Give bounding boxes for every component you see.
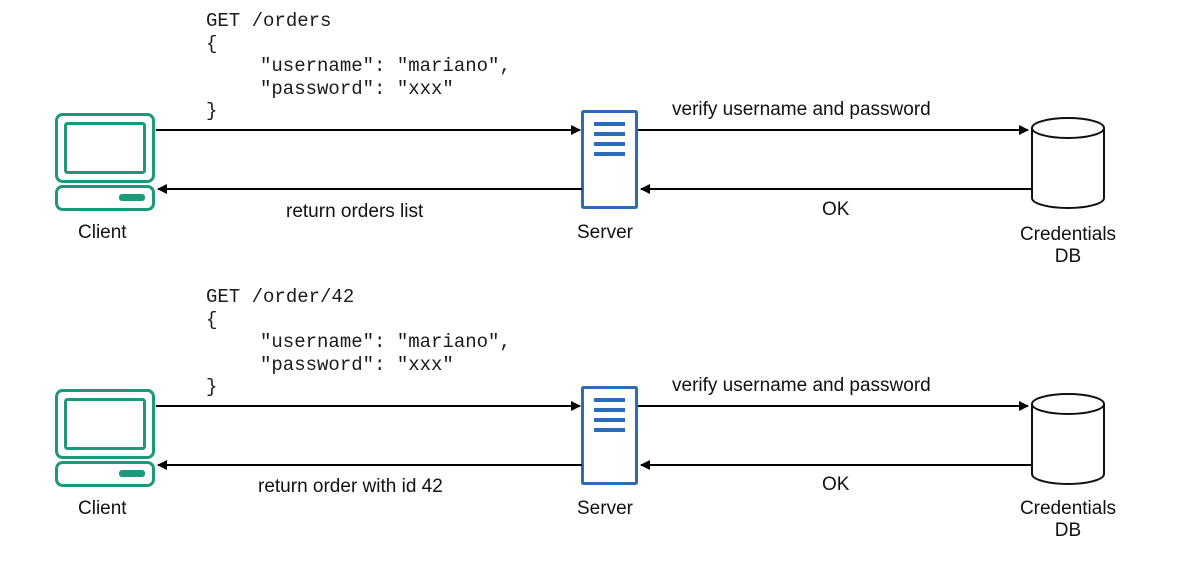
db-label-line1: Credentials (1019, 498, 1117, 519)
ok-label: OK (822, 199, 850, 220)
ok-label: OK (822, 474, 850, 495)
request-open-brace: { (206, 32, 218, 55)
request-password: "password": "xxx" (260, 77, 454, 100)
client-computer-icon (55, 113, 155, 211)
db-label-line2: DB (1054, 520, 1082, 541)
db-label: Credentials DB (1020, 498, 1116, 542)
request-username: "username": "mariano", (260, 55, 511, 77)
request-body: GET /order/42{ "username": "mariano","pas… (206, 286, 511, 399)
credentials-db-icon (1031, 117, 1105, 209)
request-username: "username": "mariano", (260, 331, 511, 353)
server-label: Server (577, 222, 633, 243)
flow-panel-orders: GET /orders{ "username": "mariano","passw… (0, 0, 1185, 276)
server-icon (581, 386, 638, 485)
server-label: Server (577, 498, 633, 519)
flow-diagram-orders (55, 110, 1105, 211)
request-close-brace: } (206, 100, 218, 122)
flow-panel-order-42: GET /order/42{ "username": "mariano","pas… (0, 276, 1185, 552)
request-password: "password": "xxx" (260, 353, 454, 376)
request-body: GET /orders{ "username": "mariano","passw… (206, 10, 511, 123)
request-line: GET /order/42 (206, 286, 355, 308)
server-icon (581, 110, 638, 209)
db-label-line2: DB (1054, 246, 1082, 267)
flow-diagram-order-42 (55, 386, 1105, 487)
client-label: Client (78, 222, 127, 243)
request-open-brace: { (206, 308, 218, 331)
request-close-brace: } (206, 376, 218, 398)
request-line: GET /orders (206, 10, 332, 32)
client-computer-icon (55, 389, 155, 487)
response-label: return order with id 42 (258, 476, 443, 497)
response-label: return orders list (286, 201, 424, 222)
credentials-db-icon (1031, 393, 1105, 485)
db-label: Credentials DB (1020, 224, 1116, 268)
db-label-line1: Credentials (1019, 224, 1117, 245)
client-label: Client (78, 498, 127, 519)
verify-label: verify username and password (672, 99, 931, 120)
verify-label: verify username and password (672, 375, 931, 396)
